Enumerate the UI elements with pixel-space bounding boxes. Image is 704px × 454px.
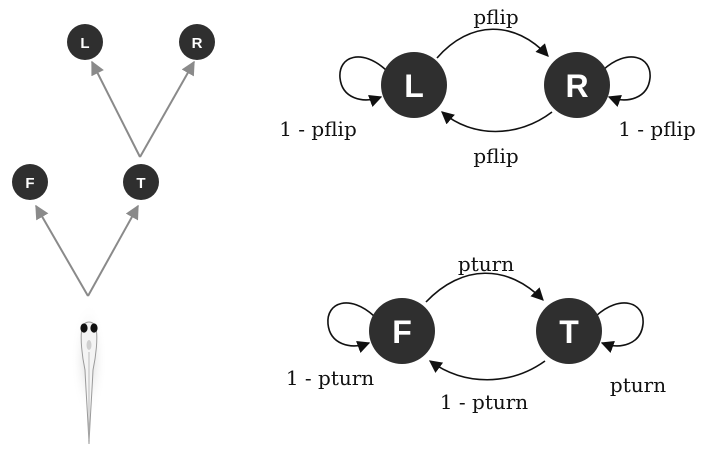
turn-state-t-label: T [559,314,579,350]
turn-arrow-t-to-f [428,360,546,381]
flip-state-l-label: L [404,68,424,104]
turn-label-bottom: 1 - pturn [440,390,528,414]
tree-node-l: L [67,24,103,60]
decision-tree: L R F T [12,24,215,445]
turn-arrow-f-to-t [425,272,544,303]
turn-self-loop-t [595,302,644,353]
flip-label-self-left: 1 - pflip [279,117,357,141]
tree-arrow-t-to-r [139,60,195,158]
turn-state-f-label: F [392,314,412,350]
flip-state-r: R [544,52,610,118]
turn-self-loop-f [327,302,375,353]
tree-node-t-label: T [136,175,145,192]
tree-arrow-root-to-t [87,204,139,297]
tree-node-f-label: F [25,175,34,192]
tree-node-l-label: L [80,35,89,52]
turn-state-t: T [536,298,602,364]
flip-label-self-right: 1 - pflip [618,117,696,141]
flip-self-loop-r [602,56,651,107]
tree-arrow-t-to-l [91,60,141,158]
flip-label-top: pflip [473,5,518,29]
flip-label-bottom: pflip [473,144,518,168]
turn-markov-chain: F T pturn 1 - pturn 1 - pturn pturn [286,252,666,414]
tree-node-f: F [12,164,48,200]
tree-node-r-label: R [192,35,203,52]
flip-state-l: L [381,52,447,118]
flip-self-loop-l [339,56,387,107]
turn-label-top: pturn [458,252,514,276]
flip-state-r-label: R [565,68,588,104]
turn-label-self-right: pturn [610,373,666,397]
flip-arrow-l-to-r [436,28,549,59]
tree-arrow-root-to-f [35,204,89,297]
larval-zebrafish-icon [71,302,107,445]
turn-state-f: F [369,298,435,364]
flip-markov-chain: L R pflip pflip 1 - pflip 1 - pflip [279,5,696,168]
turn-label-self-left: 1 - pturn [286,366,374,390]
tree-node-t: T [123,164,159,200]
flip-arrow-r-to-l [441,111,553,133]
tree-node-r: R [179,24,215,60]
